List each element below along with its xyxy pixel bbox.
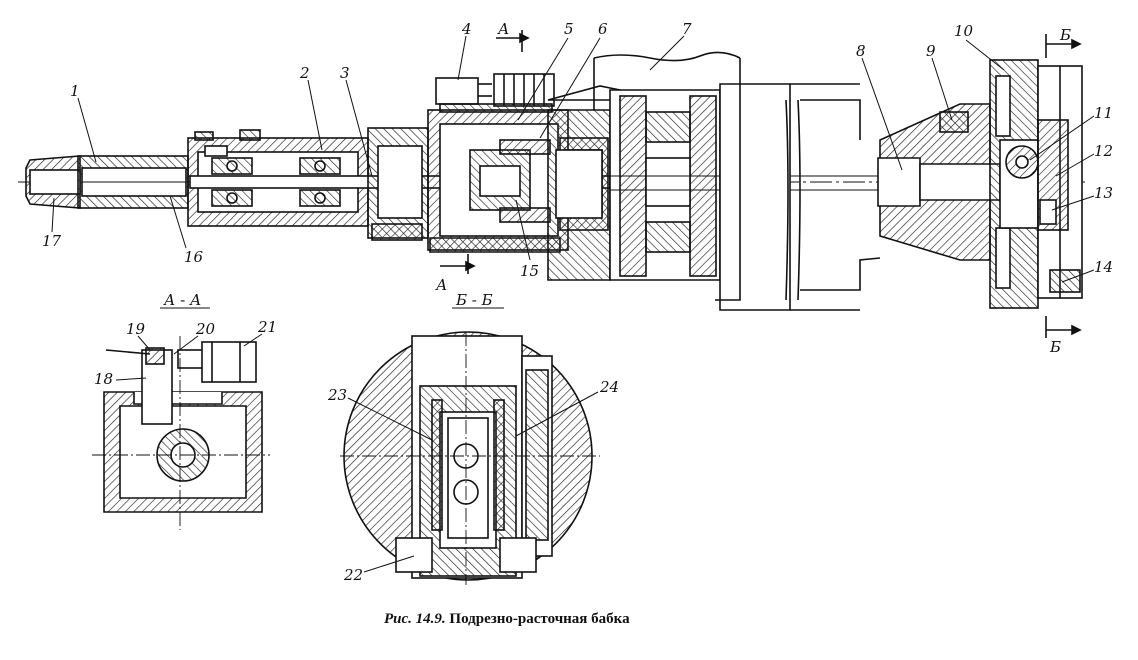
- cut-b-bottom-label: Б: [1049, 338, 1061, 356]
- callout-1: 1: [70, 82, 80, 100]
- cut-a-top-label: А: [497, 20, 509, 38]
- section-bb-view: [340, 307, 600, 585]
- callout-10: 10: [954, 22, 974, 40]
- figure-caption: Рис. 14.9. Подрезно-расточная бабка: [384, 611, 630, 628]
- callout-numbers: 1 2 3 4 5 6 7 8 9 10 11 12 13 14 15 16 1…: [42, 20, 1113, 584]
- callout-6: 6: [598, 20, 608, 38]
- callout-19: 19: [126, 320, 146, 338]
- callout-15: 15: [520, 262, 539, 280]
- section-bb-title: Б - Б: [455, 291, 493, 309]
- callout-7: 7: [682, 20, 692, 38]
- caption-prefix: Рис. 14.9.: [384, 611, 446, 627]
- callout-21: 21: [257, 318, 277, 336]
- callout-5: 5: [564, 20, 574, 38]
- cut-b-top-label: Б: [1059, 26, 1071, 44]
- main-section-view: [18, 30, 1095, 338]
- callout-8: 8: [856, 42, 866, 60]
- callout-9: 9: [926, 42, 936, 60]
- section-aa-view: [92, 307, 270, 530]
- callout-13: 13: [1094, 184, 1113, 202]
- callout-23: 23: [327, 386, 347, 404]
- section-labels: А - А Б - Б А А Б Б: [163, 20, 1071, 356]
- callout-3: 3: [340, 64, 350, 82]
- callout-18: 18: [94, 370, 113, 388]
- callout-17: 17: [42, 232, 62, 250]
- callout-2: 2: [299, 64, 310, 82]
- callout-12: 12: [1094, 142, 1113, 160]
- callout-11: 11: [1094, 104, 1113, 122]
- cut-a-bottom-label: А: [435, 276, 447, 294]
- callout-20: 20: [195, 320, 216, 338]
- callout-16: 16: [184, 248, 204, 266]
- callout-4: 4: [461, 20, 472, 38]
- callout-22: 22: [343, 566, 363, 584]
- callout-24: 24: [599, 378, 619, 396]
- callout-14: 14: [1094, 258, 1113, 276]
- caption-text: Подрезно-расточная бабка: [449, 611, 630, 627]
- section-aa-title: А - А: [163, 291, 201, 309]
